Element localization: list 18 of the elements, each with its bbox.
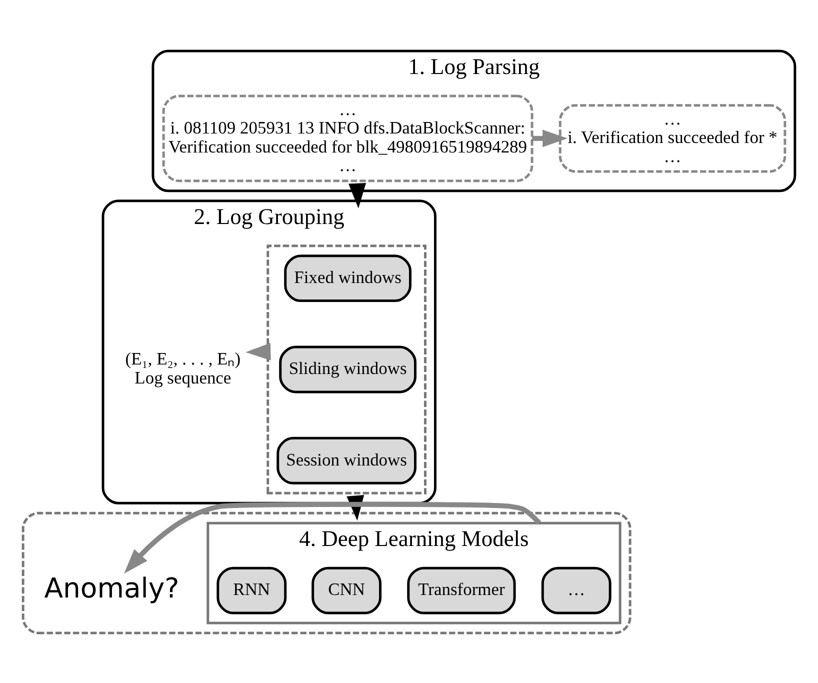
- node-box: CNN: [312, 566, 382, 614]
- node-box: …: [541, 566, 612, 614]
- node-box: Transformer: [407, 566, 516, 614]
- arrow: [246, 342, 271, 360]
- cluster: [266, 244, 426, 494]
- cluster: [22, 511, 632, 634]
- node-box: Fixed windows: [284, 254, 412, 302]
- arrow: [346, 494, 364, 520]
- node-box: Session windows: [276, 436, 416, 484]
- node-box: … i. Verification succeeded for * …: [558, 104, 786, 172]
- node-box: … i. 081109 205931 13 INFO dfs.DataBlockScanner: Verification succeeded for blk_4980916519894289 …: [162, 94, 534, 182]
- arrow: [348, 182, 366, 208]
- node-text: Anomaly?: [44, 573, 180, 604]
- arrow: [532, 129, 568, 147]
- node-box: Sliding windows: [279, 345, 416, 393]
- node-box: RNN: [216, 566, 287, 614]
- node-text: (E₁, E₂, . . . , Eₙ): [125, 348, 241, 368]
- node-label: Log sequence: [134, 366, 232, 387]
